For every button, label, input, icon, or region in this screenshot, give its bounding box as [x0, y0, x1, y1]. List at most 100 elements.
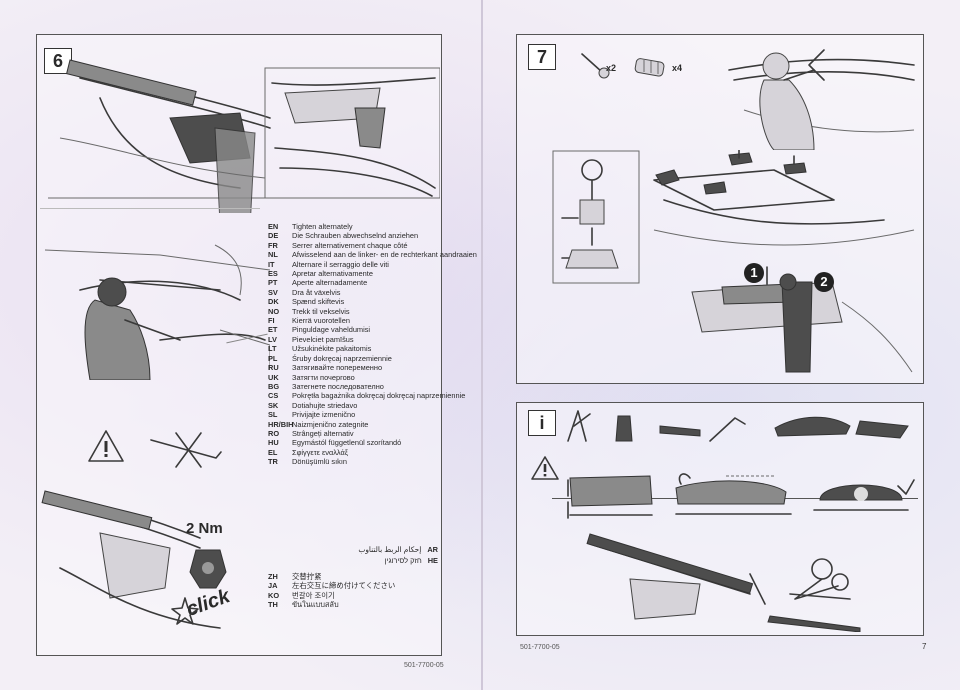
info-number: i [528, 410, 556, 436]
translation-text: Aperte alternadamente [292, 278, 368, 288]
step-7-person-illustration [728, 49, 915, 150]
translation-text: إحكام الربط بالتناوب [358, 545, 422, 554]
translation-text: Σφίγγετε εναλλάξ [292, 447, 349, 457]
translation-text: Затягивайте попеременно [292, 363, 383, 373]
language-code: FI [268, 316, 275, 326]
plug-quantity: x4 [672, 63, 683, 73]
language-code: EN [268, 222, 279, 231]
language-code: KO [268, 590, 280, 600]
language-code: SL [268, 410, 278, 420]
callout-1: 1 [744, 263, 764, 283]
translation-row: PL Śruby dokręcaj naprzemiennie [268, 354, 478, 363]
translation-text: Strângeți alternativ [292, 428, 354, 438]
translation-text: Afwisselend aan de linker- en de rechter… [292, 250, 477, 260]
language-code: ES [268, 269, 278, 279]
roof-box-front [813, 479, 915, 511]
language-code: SK [268, 400, 279, 410]
step-7-number: 7 [528, 44, 556, 70]
translation-text: Затегнете последователно [292, 381, 384, 391]
translation-text: Pokrętła bagażnika dokręcaj dokręcaj nap… [292, 391, 466, 401]
torque-knob-icon [189, 549, 227, 589]
translation-text: Dotiahujte striedavo [292, 400, 358, 410]
translation-text: 左右交互に締め付けてください [292, 581, 396, 591]
translation-text: Pievelciet pamīšus [292, 334, 354, 344]
warning-icon [88, 430, 124, 462]
language-code: CS [268, 391, 279, 401]
language-code: DE [268, 231, 279, 241]
translation-row: ES Apretar alternativamente [268, 269, 478, 278]
translation-text: ขันในแบบสลับ [292, 600, 339, 610]
translation-text: 번갈아 조이기 [292, 590, 335, 600]
translation-text: Serrer alternativement chaque côté [292, 240, 408, 250]
translation-text: Egymástól függetlenül szorítandó [292, 438, 402, 448]
page-fold [481, 0, 483, 690]
translation-row: TH ขันในแบบสลับ [268, 600, 478, 609]
click-star-icon [171, 597, 199, 625]
translation-text: Kierrä vuorotellen [292, 316, 350, 326]
language-code: ZH [268, 572, 278, 581]
language-code: PL [268, 353, 278, 363]
translation-text: Privijajte izmenično [292, 410, 356, 420]
language-code: AR [427, 545, 438, 554]
divider-line [40, 208, 260, 209]
translation-text: Naizmjenično zategnite [292, 419, 369, 429]
translation-row: ET Pinguldage vaheldumisi [268, 325, 478, 334]
language-code: HE [427, 556, 438, 565]
translation-text: Pinguldage vaheldumisi [292, 325, 371, 335]
translation-row: FR Serrer alternativement chaque côté [268, 241, 478, 250]
language-code: BG [268, 381, 280, 391]
translation-row: NO Trekk til vekselvis [268, 307, 478, 316]
key-lock-detail [552, 150, 640, 284]
translation-row: CS Pokrętła bagażnika dokręcaj dokręcaj n… [268, 391, 478, 400]
callout-2: 2 [814, 272, 834, 292]
language-code: HR/BIH [268, 419, 294, 429]
translation-row: LT Užsukinėkite pakaitomis [268, 344, 478, 353]
language-code: SV [268, 287, 278, 297]
translation-row: BG Затегнете последователно [268, 382, 478, 391]
foot-cover-illustration [691, 266, 913, 373]
translation-text: Dönüşümlü sıkın [292, 457, 348, 467]
translation-row: KO 번갈아 조이기 [268, 591, 478, 600]
language-code: HU [268, 438, 279, 448]
page-number-right: 7 [922, 642, 927, 651]
language-code: NO [268, 306, 280, 316]
bolt-quantity: x2 [606, 63, 617, 73]
language-code: EL [268, 447, 278, 457]
translation-text: Trekk til vekselvis [292, 306, 350, 316]
accessory-icons-row [567, 410, 909, 442]
roof-box-opening [675, 473, 792, 515]
translation-text: Śruby dokręcaj naprzemiennie [292, 353, 392, 363]
rtl-translation-row: إحكام الربط بالتناوب AR [330, 544, 438, 555]
strap-cutting-illustration [586, 533, 861, 632]
language-code: UK [268, 372, 279, 382]
translation-row: SL Privijajte izmenično [268, 410, 478, 419]
language-code: ET [268, 325, 278, 335]
language-code: IT [268, 259, 275, 269]
translation-row: FI Kierrä vuorotellen [268, 316, 478, 325]
language-code: LV [268, 334, 277, 344]
info-panel [516, 402, 924, 636]
translation-row: SK Dotiahujte striedavo [268, 401, 478, 410]
translation-row: EL Σφίγγετε εναλλάξ [268, 448, 478, 457]
language-code: FR [268, 240, 278, 250]
language-code: LT [268, 344, 277, 354]
language-code: DK [268, 297, 279, 307]
translation-text: Užsukinėkite pakaitomis [292, 344, 372, 354]
language-code: TH [268, 600, 278, 610]
step-6-person-illustration [44, 244, 270, 380]
plug-icon [634, 58, 665, 77]
translation-text: Apretar alternativamente [292, 269, 373, 279]
roof-box-clearance [567, 475, 653, 519]
